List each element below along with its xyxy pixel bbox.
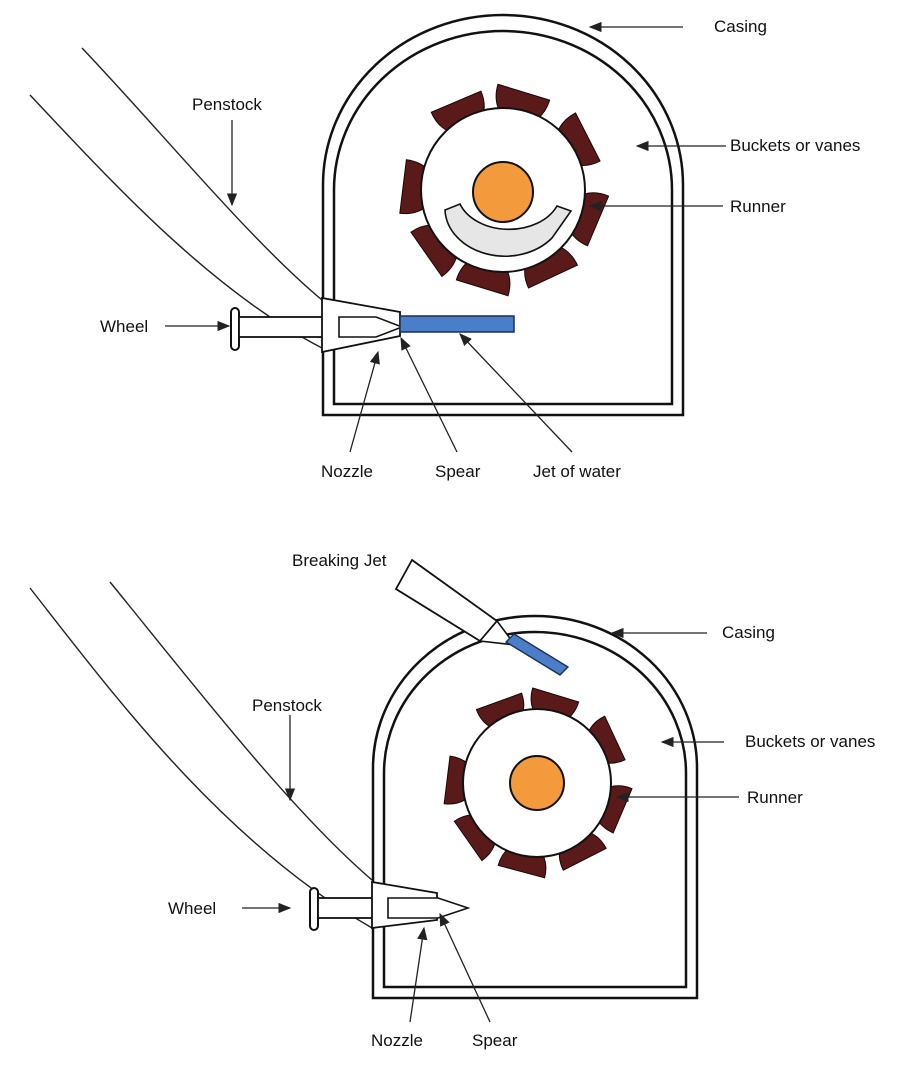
top-label-nozzle: Nozzle [321,462,373,481]
top-hub [472,161,534,223]
top-penstock-lower-line [29,94,323,349]
bottom-label-nozzle: Nozzle [371,1031,423,1050]
top-jet-arrow [459,333,573,453]
top-nozzle-arrow [349,350,380,453]
top-label-runner: Runner [730,197,786,216]
bottom-casing-outer [371,614,699,1000]
bottom-wheel-disc [309,887,319,931]
bottom-label-spear: Spear [472,1031,518,1050]
bottom-label-casing: Casing [722,623,775,642]
top-label-jet: Jet of water [533,462,621,481]
bottom-label-wheel: Wheel [168,899,216,918]
bottom-breaking-jet-nozzle [394,558,499,643]
bottom-label-buckets: Buckets or vanes [745,732,875,751]
bottom-label-runner: Runner [747,788,803,807]
top-jet-of-water [399,315,515,333]
bottom-nozzle-assembly [309,880,471,931]
bottom-casing-inner [382,630,688,989]
top-wheel-disc [230,307,240,351]
top-penstock-upper-line [81,47,323,301]
top-spear-tip [338,316,405,338]
top-deflector [444,202,573,257]
top-casing-inner [332,29,674,406]
bottom-label-breaking-jet: Breaking Jet [292,551,387,570]
bottom-penstock-upper-line [109,581,373,881]
top-diagram: Casing Penstock Buckets or vanes Runner … [29,13,860,481]
top-nozzle-assembly [230,296,515,354]
top-label-wheel: Wheel [100,317,148,336]
top-label-penstock: Penstock [192,95,262,114]
bottom-nozzle-arrow [409,926,428,1023]
top-spear-arrow [400,336,458,453]
top-casing-outer [321,13,685,417]
bottom-hub [509,755,565,811]
bottom-penstock-lower-line [29,587,373,929]
bottom-spear-arrow [439,912,491,1023]
top-label-spear: Spear [435,462,481,481]
bottom-spear-tip [387,897,471,919]
bottom-breaking-jet-stream [504,633,570,676]
bottom-diagram: Breaking Jet Casing Penstock Buckets or … [29,551,875,1050]
top-label-casing: Casing [714,17,767,36]
top-label-buckets: Buckets or vanes [730,136,860,155]
bottom-breaking-jet-tip [478,619,517,647]
bottom-label-penstock: Penstock [252,696,322,715]
